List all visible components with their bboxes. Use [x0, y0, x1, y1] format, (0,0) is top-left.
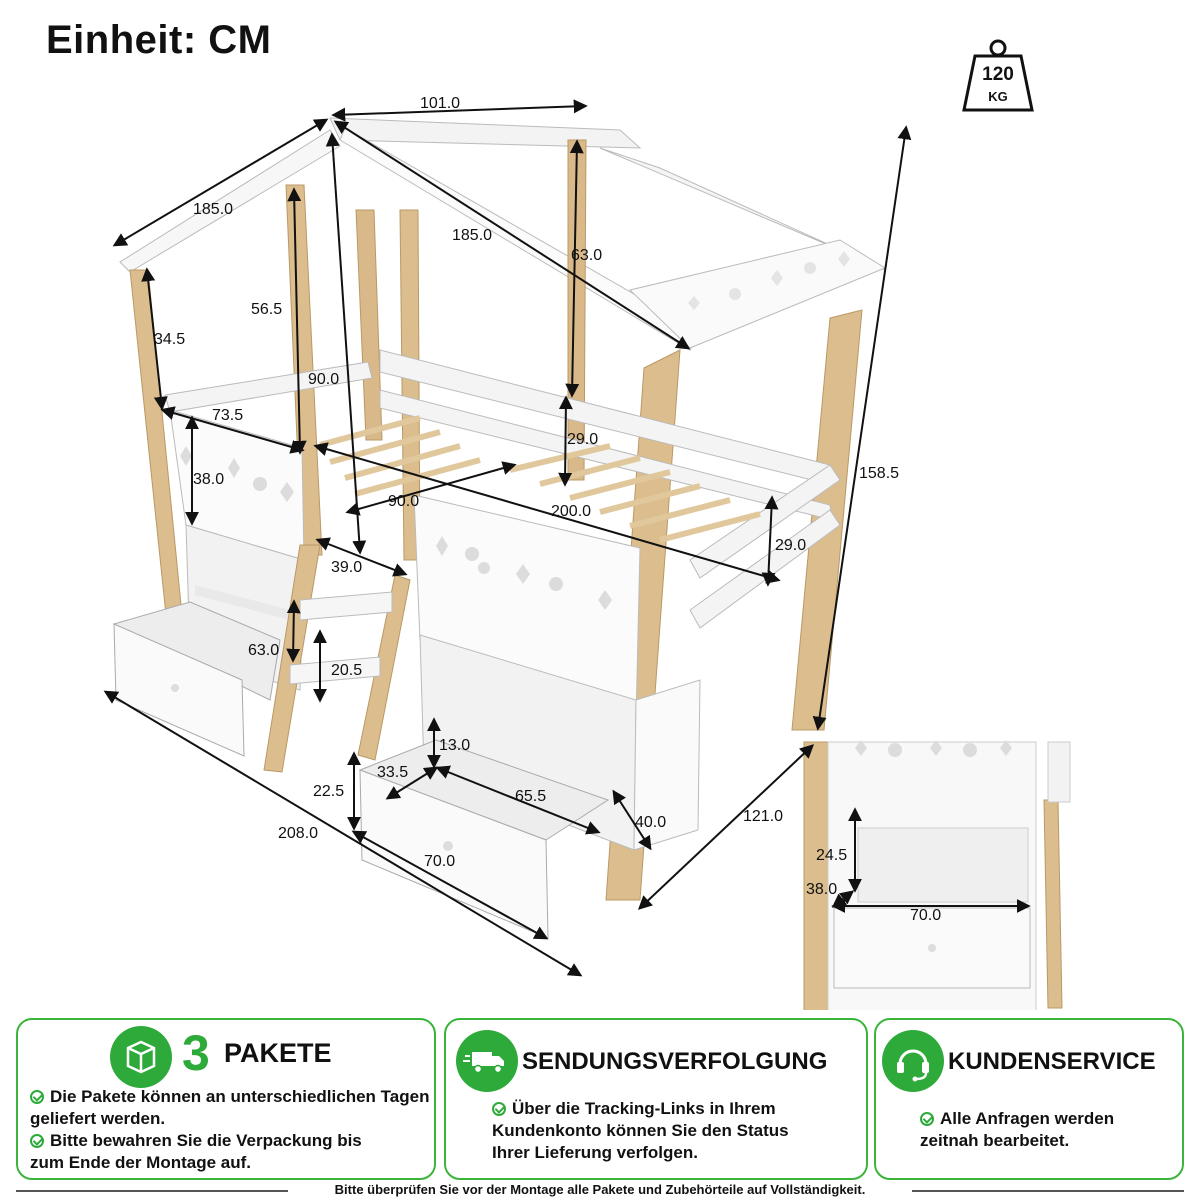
unit-title: Einheit: CM	[46, 18, 272, 62]
dim-post-height-front: 56.5	[251, 301, 282, 318]
packages-bullet-1: Die Pakete können an unterschiedlichen T…	[30, 1087, 430, 1128]
tracking-bullet-1: Über die Tracking-Links in Ihrem Kundenk…	[492, 1099, 789, 1162]
weight-value: 120	[982, 64, 1014, 85]
package-icon	[110, 1026, 172, 1088]
inset-view	[803, 740, 1073, 1010]
inset-dim-shelf-height: 24.5	[816, 847, 847, 864]
packages-title: PAKETE	[224, 1038, 332, 1068]
dim-roof-width: 101.0	[420, 95, 460, 112]
dim-mattress-width: 90.0	[388, 493, 419, 510]
dim-drawer-height: 13.0	[439, 737, 470, 754]
footer-note: Bitte überprüfen Sie vor der Montage all…	[334, 1182, 866, 1197]
dim-front-panel-height: 38.0	[193, 471, 224, 488]
dim-roof-slope-right: 185.0	[452, 227, 492, 244]
dim-roof-height-rear: 63.0	[571, 247, 602, 264]
dim-drawer-width: 70.0	[424, 853, 455, 870]
dim-drawer-depth-left: 63.0	[248, 642, 279, 659]
dim-ladder-step: 20.5	[331, 662, 362, 679]
customer-service-bullet-1: Alle Anfragen werden zeitnah bearbeitet.	[920, 1109, 1115, 1150]
dim-drawer-depth: 40.0	[635, 814, 666, 831]
dim-guard-height-side: 29.0	[775, 537, 806, 554]
check-icon	[30, 1134, 44, 1148]
headset-icon	[882, 1030, 944, 1092]
tracking-title: SENDUNGSVERFOLGUNG	[522, 1048, 828, 1075]
dim-roof-slope-left: 185.0	[193, 201, 233, 218]
dim-guard-height-rear: 29.0	[567, 431, 598, 448]
bed-dimension-diagram: 120 KG	[103, 39, 1073, 1010]
dim-ladder-width: 39.0	[331, 559, 362, 576]
footer-divider-left	[16, 1190, 288, 1192]
delivery-truck-icon	[456, 1030, 518, 1092]
dim-drawer-inner-length: 65.5	[515, 788, 546, 805]
weight-unit: KG	[988, 89, 1008, 104]
weight-icon: 120 KG	[962, 39, 1034, 112]
dimension-lines	[103, 99, 1031, 977]
inset-dim-drawer-width: 70.0	[910, 907, 941, 924]
check-icon	[492, 1102, 506, 1116]
inset-dim-shelf-depth: 38.0	[806, 881, 837, 898]
dim-total-width: 121.0	[743, 808, 783, 825]
info-panel-customer-service: KUNDENSERVICE Alle Anfragen werden zeitn…	[874, 1018, 1184, 1180]
customer-service-title: KUNDENSERVICE	[948, 1048, 1156, 1075]
footer-divider-right	[912, 1190, 1184, 1192]
check-icon	[30, 1090, 44, 1104]
packages-count: 3	[182, 1025, 210, 1081]
info-panel-tracking: SENDUNGSVERFOLGUNG Über die Tracking-Lin…	[444, 1018, 868, 1180]
info-panel-packages: 3 PAKETE Die Pakete können an unterschie…	[16, 1018, 436, 1180]
dim-drawer-inner-depth: 33.5	[377, 764, 408, 781]
dim-front-width-upper: 73.5	[212, 407, 243, 424]
check-icon	[920, 1112, 934, 1126]
dim-gable-height: 34.5	[154, 331, 185, 348]
dim-total-length: 208.0	[278, 825, 318, 842]
packages-bullet-2: Bitte bewahren Sie die Verpackung bis zu…	[30, 1131, 362, 1172]
dim-total-height: 158.5	[859, 465, 899, 482]
dim-inner-height: 90.0	[308, 371, 339, 388]
dim-mattress-length: 200.0	[551, 503, 591, 520]
dim-drawer-front-height: 22.5	[313, 783, 344, 800]
